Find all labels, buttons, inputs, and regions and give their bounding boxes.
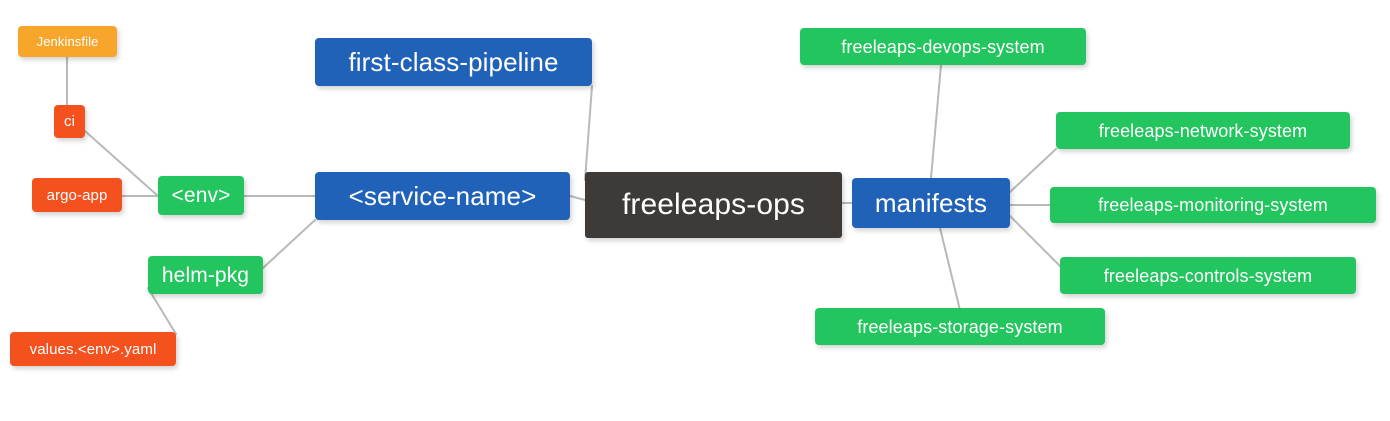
mindmap-node-label-helm-pkg: helm-pkg <box>161 263 250 287</box>
mindmap-node-service-name[interactable]: <service-name> <box>315 172 570 220</box>
mindmap-node-storage[interactable]: freeleaps-storage-system <box>815 308 1105 345</box>
mindmap-node-label-argo-app: argo-app <box>46 186 108 204</box>
edge-service-name-to-pipeline <box>584 85 593 181</box>
mindmap-node-label-storage: freeleaps-storage-system <box>857 316 1063 337</box>
mindmap-node-label-manifests: manifests <box>874 188 988 218</box>
mindmap-node-env[interactable]: <env> <box>158 176 244 215</box>
mindmap-node-label-values-yaml: values.<env>.yaml <box>29 340 157 358</box>
edge-manifests-to-storage <box>939 227 961 311</box>
mindmap-node-jenkinsfile[interactable]: Jenkinsfile <box>18 26 117 57</box>
mindmap-node-network[interactable]: freeleaps-network-system <box>1056 112 1350 149</box>
edge-service-name-to-helm-pkg <box>262 219 316 269</box>
mindmap-node-helm-pkg[interactable]: helm-pkg <box>148 256 263 294</box>
edge-manifests-to-devops <box>930 64 942 179</box>
mindmap-node-argo-app[interactable]: argo-app <box>32 178 122 212</box>
mindmap-node-label-service-name: <service-name> <box>348 181 537 211</box>
mindmap-node-root[interactable]: freeleaps-ops <box>585 172 842 238</box>
edge-manifests-to-network <box>1009 148 1057 193</box>
mindmap-node-label-pipeline: first-class-pipeline <box>348 47 559 77</box>
mindmap-node-label-root: freeleaps-ops <box>621 188 806 221</box>
mindmap-node-values-yaml[interactable]: values.<env>.yaml <box>10 332 176 366</box>
mindmap-node-ci[interactable]: ci <box>54 105 85 138</box>
mindmap-node-monitoring[interactable]: freeleaps-monitoring-system <box>1050 187 1376 223</box>
edge-root-to-service-name <box>569 195 586 201</box>
mindmap-node-label-jenkinsfile: Jenkinsfile <box>36 34 99 49</box>
mindmap-node-label-monitoring: freeleaps-monitoring-system <box>1098 195 1328 215</box>
mindmap-node-label-ci: ci <box>63 113 76 130</box>
mindmap-node-manifests[interactable]: manifests <box>852 178 1010 228</box>
mindmap-node-label-env: <env> <box>171 184 231 207</box>
mindmap-node-controls[interactable]: freeleaps-controls-system <box>1060 257 1356 294</box>
mindmap-node-pipeline[interactable]: first-class-pipeline <box>315 38 592 86</box>
mindmap-node-label-controls: freeleaps-controls-system <box>1103 265 1313 286</box>
edge-manifests-to-controls <box>1009 215 1061 267</box>
mindmap-node-label-network: freeleaps-network-system <box>1098 120 1308 141</box>
mindmap-node-devops[interactable]: freeleaps-devops-system <box>800 28 1086 65</box>
edge-helm-pkg-to-values-yaml <box>147 287 177 335</box>
mindmap-node-label-devops: freeleaps-devops-system <box>841 36 1045 57</box>
